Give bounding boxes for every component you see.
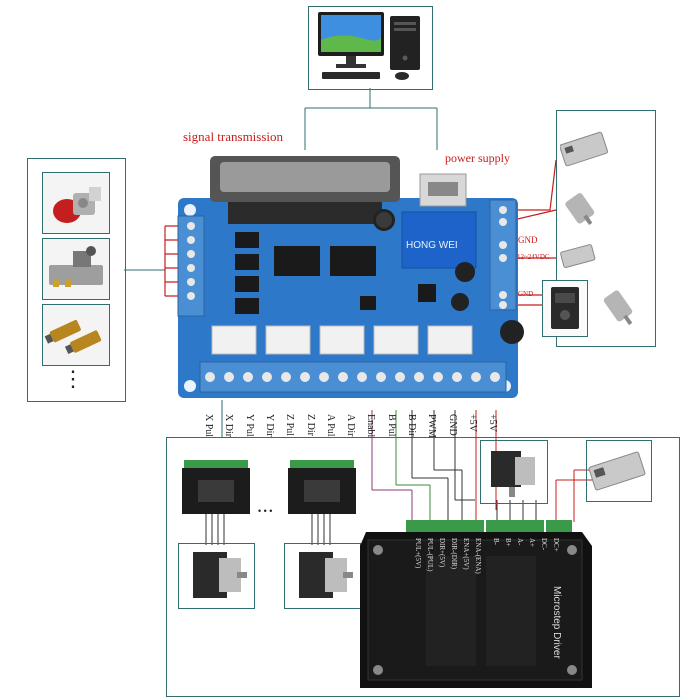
pin-label-4: Z Pul <box>284 414 296 436</box>
power-supply-icon <box>560 131 608 167</box>
signal-transmission-label: signal transmission <box>183 129 284 144</box>
pin-label-13: +5V <box>466 414 478 432</box>
pin-label-0: X Pul <box>203 414 214 438</box>
terminal-screw <box>338 372 348 382</box>
power-supply-small-icon <box>560 244 596 268</box>
proximity-sensor-photo <box>42 304 110 366</box>
terminal-screw <box>357 372 367 382</box>
spindle-motor-icon-2 <box>603 290 633 326</box>
limit-switch-photo <box>42 238 110 300</box>
relay-text: HONG WEI <box>406 240 458 251</box>
drivers-ellipsis: • • • <box>258 506 273 516</box>
terminal-screw <box>471 372 481 382</box>
pin-label-2: Y Pul <box>243 414 255 437</box>
pin-label-5: Z Dir <box>304 414 316 436</box>
vfd-device-frame <box>542 280 588 337</box>
driver-title: Microstep Driver <box>551 586 562 659</box>
more-devices-ellipsis: ⋮ <box>62 366 84 391</box>
terminal-screw <box>281 372 291 382</box>
pin-label-3: Y Dir <box>263 414 275 437</box>
driver-terminal-right-4: DC- <box>540 538 548 551</box>
pin-label-9: B Pul <box>385 414 397 437</box>
driver-terminal-left-4: ENA+(5V) <box>462 538 470 570</box>
terminal-screw <box>224 372 234 382</box>
terminal-screw <box>319 372 329 382</box>
gnd-label-2: GND <box>518 290 534 298</box>
terminal-screw <box>490 372 500 382</box>
driver-terminal-left-3: DIR-(DIR) <box>450 538 458 570</box>
driver-terminal-left-1: PUL-(PUL) <box>426 538 434 572</box>
spindle-motor-icon <box>565 193 595 226</box>
driver-terminal-right-1: B+ <box>504 538 512 547</box>
computer-icon <box>318 12 420 80</box>
terminal-screw <box>262 372 272 382</box>
stepper-motor-frame-3 <box>480 440 548 504</box>
gnd-label-1: GND <box>518 235 538 245</box>
emergency-stop-photo <box>42 172 110 234</box>
terminal-screw <box>452 372 462 382</box>
driver-terminal-left-5: ENA-(ENA) <box>474 538 482 574</box>
vdc-label: 12~24VDC <box>517 253 550 261</box>
breakout-board: HONG WEI <box>177 156 524 398</box>
terminal-screw <box>395 372 405 382</box>
driver-terminal-right-0: B- <box>492 538 500 545</box>
driver-terminal-left-0: PUL+(5V) <box>414 538 422 569</box>
terminal-screw <box>205 372 215 382</box>
pin-label-7: A Dir <box>345 414 357 437</box>
stepper-motor-frame-2 <box>284 543 361 609</box>
driver-terminal-right-3: A+ <box>528 538 536 548</box>
pin-label-1: X Dir <box>223 414 235 438</box>
driver-terminal-left-2: DIR+(5V) <box>438 538 446 568</box>
pin-label-6: A Pul <box>324 414 336 437</box>
pin-label-12: GND <box>446 414 458 436</box>
driver-terminal-right-2: A- <box>516 538 524 546</box>
pin-label-11: PWM <box>426 414 438 438</box>
stepper-driver-1 <box>182 460 250 514</box>
terminal-screw <box>414 372 424 382</box>
terminal-screw <box>300 372 310 382</box>
terminal-screw <box>243 372 253 382</box>
pin-label-8: Enabl <box>365 414 377 438</box>
power-supply-frame-2 <box>586 440 652 502</box>
pin-label-14: +5V <box>487 414 499 432</box>
pin-label-10: B Dir <box>406 414 417 437</box>
stepper-motor-frame-1 <box>178 543 255 609</box>
microstep-driver <box>360 520 592 688</box>
terminal-screw <box>376 372 386 382</box>
power-supply-label: power supply <box>445 151 510 165</box>
stepper-driver-2 <box>288 460 356 514</box>
driver-terminal-right-5: DC+ <box>552 538 560 552</box>
terminal-screw <box>433 372 443 382</box>
